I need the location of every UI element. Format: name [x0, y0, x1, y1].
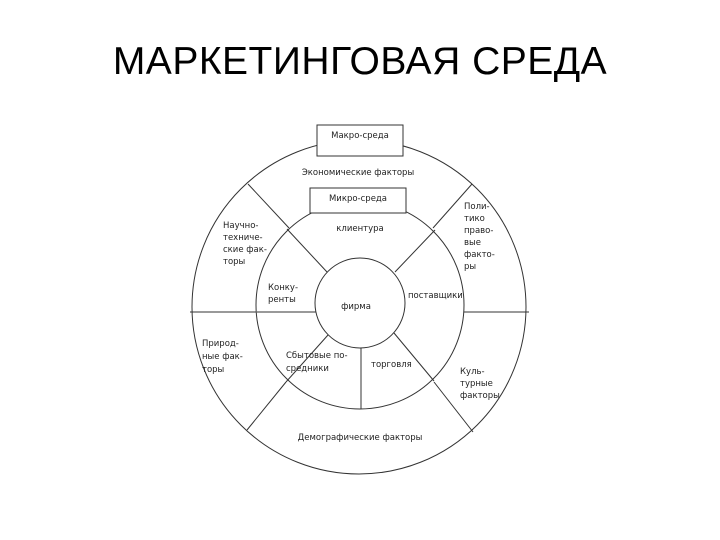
scientific-factors-label: Научно- техниче- ские фак- торы — [223, 221, 267, 267]
demographic-factors-label: Демографические факторы — [298, 433, 423, 443]
inner-divider-top-right — [394, 229, 436, 273]
intermediaries-label: Сбытовые по- средники — [286, 351, 348, 374]
cultural-factors-line: Куль- — [460, 367, 485, 377]
cultural-factors-line: турные — [460, 379, 493, 389]
political-factors-line: право- — [464, 226, 493, 236]
political-factors-line: тико — [464, 214, 485, 224]
intermediaries-line: средники — [286, 364, 329, 374]
scientific-factors-line: торы — [223, 257, 245, 267]
clients-label: клиентура — [336, 224, 383, 234]
suppliers-label: поставщики — [408, 291, 463, 301]
natural-factors-line: ные фак- — [202, 352, 243, 362]
political-factors-line: вые — [464, 238, 481, 248]
outer-divider-top-left — [247, 183, 290, 229]
natural-factors-label: Природ- ные фак- торы — [202, 339, 243, 375]
scientific-factors-line: техниче- — [223, 233, 263, 243]
micro-environment-label: Микро-среда — [329, 194, 387, 204]
intermediaries-line: Сбытовые по- — [286, 351, 348, 361]
economic-factors-label: Экономические факторы — [302, 168, 414, 178]
political-factors-line: Поли- — [464, 202, 490, 212]
micro-environment-box — [309, 187, 407, 214]
political-factors-line: ры — [464, 262, 476, 272]
competitors-line: Конку- — [268, 283, 298, 293]
scientific-factors-line: Научно- — [223, 221, 258, 231]
competitors-line: ренты — [268, 295, 296, 305]
inner-divider-top-left — [286, 228, 328, 273]
inner-divider-bottom-left — [285, 334, 329, 383]
inner-divider-bottom-right — [393, 332, 435, 382]
trade-label: торговля — [371, 360, 412, 370]
natural-factors-line: торы — [202, 365, 224, 375]
competitors-label: Конку- ренты — [268, 283, 298, 305]
slide-title: МАРКЕТИНГОВАЯ СРЕДА — [112, 40, 608, 83]
outer-divider-bottom-right — [433, 381, 474, 433]
scientific-factors-line: ские фак- — [223, 245, 267, 255]
outer-divider-top-right — [432, 183, 473, 229]
natural-factors-line: Природ- — [202, 339, 239, 349]
macro-environment-label: Макро-среда — [331, 131, 389, 141]
outer-divider-bottom-left — [246, 381, 287, 431]
political-factors-line: факто- — [464, 250, 495, 260]
macro-environment-box — [316, 124, 404, 157]
firm-label: фирма — [341, 302, 371, 312]
cultural-factors-label: Куль- турные факторы — [460, 367, 500, 401]
cultural-factors-line: факторы — [460, 391, 500, 401]
political-factors-label: Поли- тико право- вые факто- ры — [464, 202, 495, 272]
center-circle — [314, 257, 406, 349]
